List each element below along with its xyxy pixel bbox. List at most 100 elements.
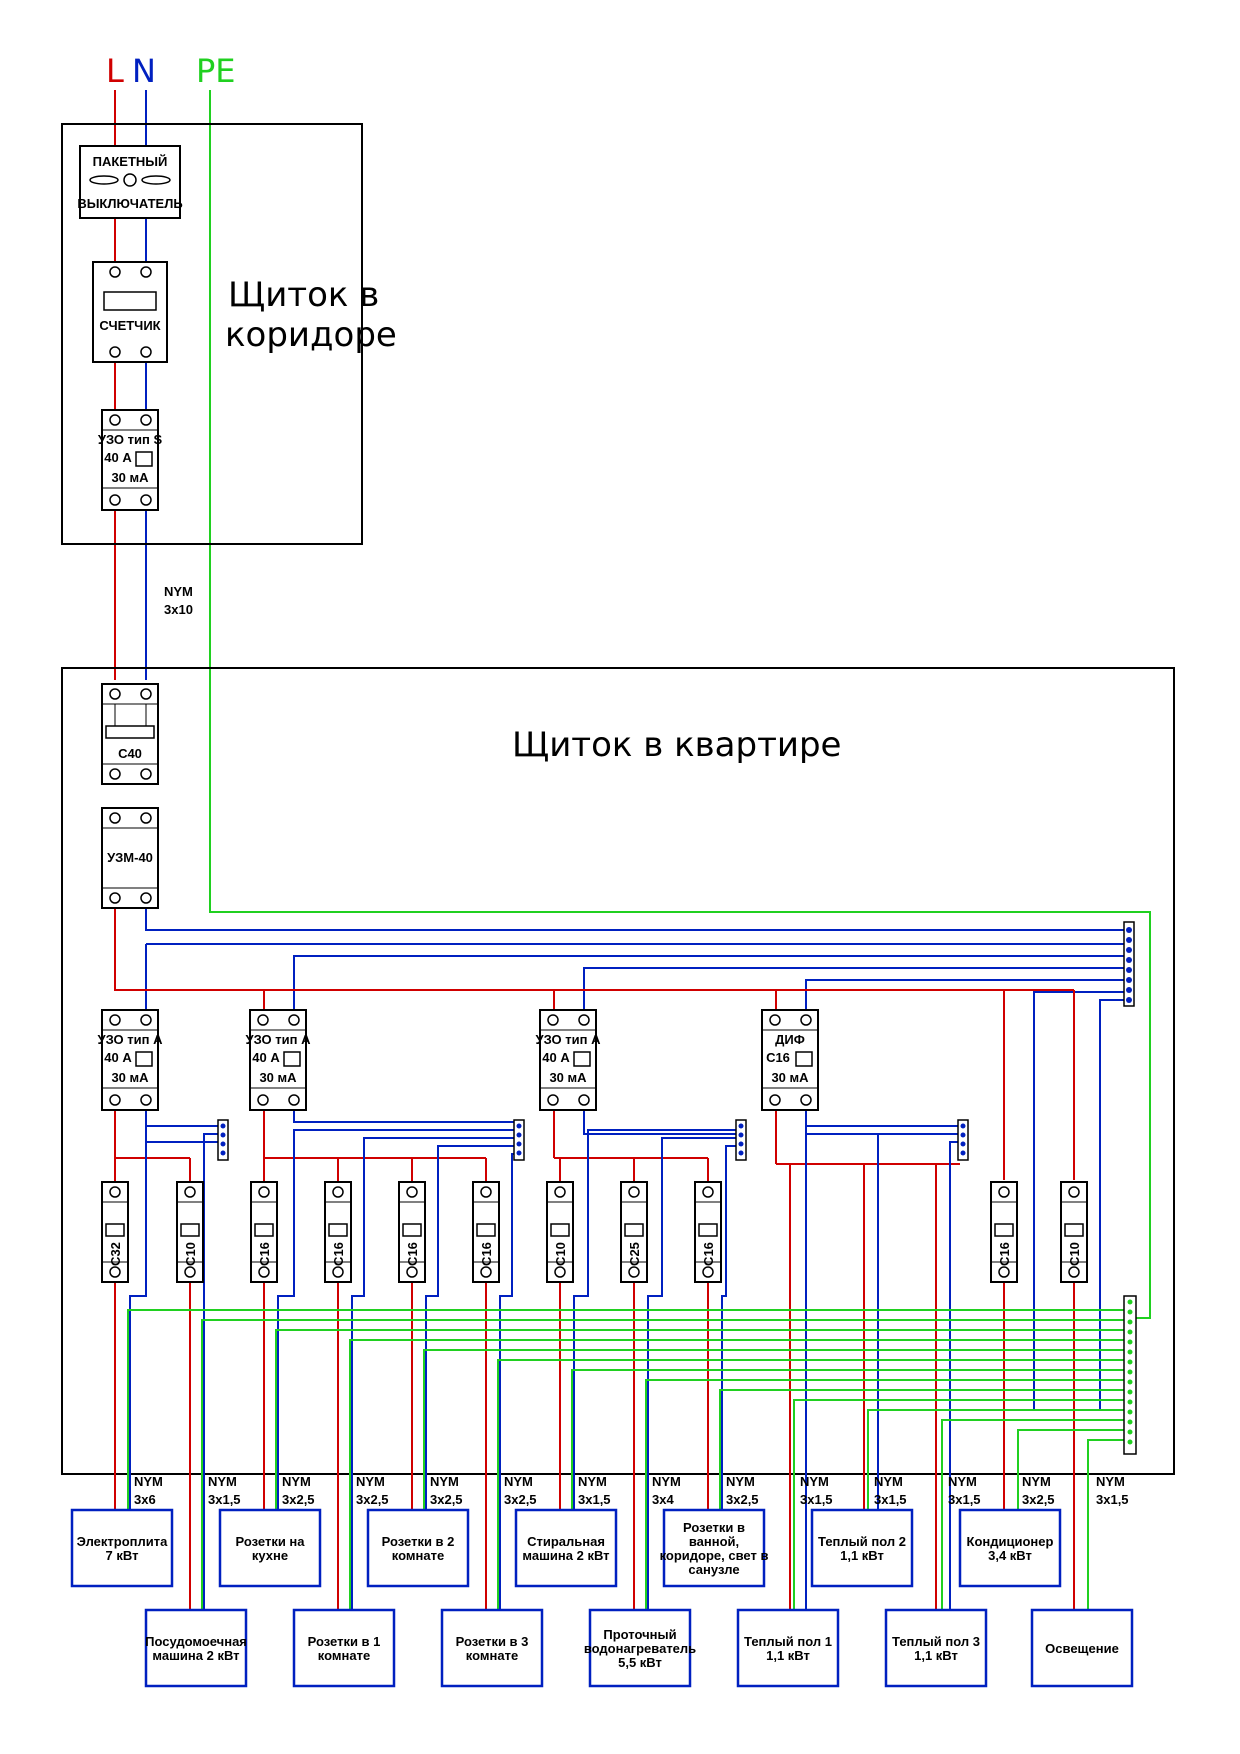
load-top-6-text-1: Теплый пол 2 <box>818 1534 906 1549</box>
load-top-4-text-1: Стиральная <box>527 1534 605 1549</box>
rcd-4-label-1: ДИФ <box>775 1032 805 1047</box>
cable-label-7-1: NYM <box>578 1474 607 1489</box>
load-bottom-1-text-1: Посудомоечная <box>145 1634 247 1649</box>
terminal-screw <box>516 1150 522 1156</box>
load-top-4-text-2: машина 2 кВт <box>522 1548 609 1563</box>
terminal-screw <box>960 1150 966 1156</box>
load-bottom-4-text-1: Проточный <box>603 1627 676 1642</box>
terminal-screw <box>738 1123 744 1129</box>
load-top-7-text-2: 3,4 кВт <box>988 1548 1032 1563</box>
load-bottom-7-text-1: Освещение <box>1045 1641 1119 1656</box>
terminal-screw <box>738 1141 744 1147</box>
load-bottom-6: Теплый пол 31,1 кВт <box>884 1608 988 1688</box>
n-light <box>1099 999 1130 1410</box>
cable-label-5-1: NYM <box>430 1474 459 1489</box>
breaker-1: С32 <box>101 1181 129 1283</box>
breaker-1-label: С32 <box>108 1242 123 1266</box>
cable-label-12-2: 3х1,5 <box>948 1492 981 1507</box>
n-circuit-9 <box>721 1145 740 1510</box>
breaker-9: С16 <box>694 1181 722 1283</box>
main-breaker: С40 <box>101 683 159 785</box>
cable-label-1-1: NYM <box>134 1474 163 1489</box>
terminal-screw <box>220 1123 226 1129</box>
load-bottom-5: Теплый пол 11,1 кВт <box>736 1608 840 1688</box>
n-rcd4 <box>805 979 1130 1012</box>
load-bottom-6-text-2: 1,1 кВт <box>914 1648 958 1663</box>
n-circuit-5 <box>425 1145 518 1510</box>
rcd-3-label-2: 40 А <box>542 1050 570 1065</box>
pe-circuit-13 <box>1017 1429 1124 1510</box>
pe-circuit-12 <box>941 1419 1124 1610</box>
pe-circuit-7 <box>571 1369 1124 1510</box>
apartment-panel-title: Щиток в квартире <box>512 725 841 765</box>
n-floor2 <box>877 1133 962 1510</box>
n-circuit-4 <box>351 1137 518 1610</box>
packet-switch-label-2: ВЫКЛЮЧАТЕЛЬ <box>77 196 182 211</box>
terminal-screw <box>1127 1389 1133 1395</box>
corridor-rcd: УЗО тип S 40 А 30 мА <box>98 409 163 511</box>
pe-circuit-5 <box>423 1349 1124 1510</box>
load-bottom-3-text-1: Розетки в 3 <box>456 1634 529 1649</box>
breaker-10-label: С16 <box>997 1242 1012 1266</box>
electric-meter: СЧЕТЧИК <box>92 261 168 363</box>
corridor-rcd-label-1: УЗО тип S <box>98 432 163 447</box>
terminal-screw <box>1127 1369 1133 1375</box>
n-circuit-1 <box>129 1125 222 1510</box>
terminal-screw <box>1126 947 1132 953</box>
rcd-3-label-3: 30 мА <box>549 1070 587 1085</box>
cable-label-10-1: NYM <box>800 1474 829 1489</box>
terminal-screw <box>1126 967 1132 973</box>
cable-label-9-1: NYM <box>726 1474 755 1489</box>
cable-label-3-1: NYM <box>282 1474 311 1489</box>
terminal-screw <box>738 1150 744 1156</box>
pe-circuit-1 <box>127 1309 1124 1510</box>
terminal-screw <box>1126 987 1132 993</box>
breaker-3-label: С16 <box>257 1242 272 1266</box>
terminal-screw <box>738 1132 744 1138</box>
cable-label-10-2: 3х1,5 <box>800 1492 833 1507</box>
load-top-3-text-2: комнате <box>392 1548 444 1563</box>
corridor-rcd-label-2: 40 А <box>104 450 132 465</box>
main-breaker-label: С40 <box>118 746 142 761</box>
cable-label-4-1: NYM <box>356 1474 385 1489</box>
load-top-1-text-1: Электроплита <box>77 1534 168 1549</box>
n-circuit-8 <box>647 1137 740 1610</box>
pe-circuit-11 <box>867 1409 1124 1510</box>
breaker-9-label: С16 <box>701 1242 716 1266</box>
terminal-screw <box>960 1141 966 1147</box>
breaker-2-label: С10 <box>183 1242 198 1266</box>
terminal-screw <box>1126 977 1132 983</box>
pe-circuit-9 <box>719 1389 1124 1510</box>
rcd-2-label-2: 40 А <box>252 1050 280 1065</box>
pe-circuit-3 <box>275 1329 1124 1510</box>
l-bus <box>114 908 1074 991</box>
load-top-3-text-1: Розетки в 2 <box>382 1534 455 1549</box>
cable-label-12-1: NYM <box>948 1474 977 1489</box>
load-bottom-3-text-2: комнате <box>466 1648 518 1663</box>
pe-circuit-8 <box>645 1379 1124 1610</box>
pe-circuit-14 <box>1087 1439 1124 1610</box>
terminal-screw <box>960 1123 966 1129</box>
n-rcd-out-2 <box>293 1110 518 1123</box>
breaker-4-label: С16 <box>331 1242 346 1266</box>
terminal-screw <box>1127 1439 1133 1445</box>
load-bottom-4-text-3: 5,5 кВт <box>618 1655 662 1670</box>
breaker-2: С10 <box>176 1181 204 1283</box>
load-bottom-2-text-1: Розетки в 1 <box>308 1634 381 1649</box>
breaker-11-label: С10 <box>1067 1242 1082 1266</box>
n-rcd3 <box>583 967 1130 1012</box>
n-sub-terminal-2 <box>513 1119 525 1161</box>
breaker-8-label: С25 <box>627 1242 642 1266</box>
load-top-2-text-1: Розетки на <box>235 1534 305 1549</box>
terminal-screw <box>516 1132 522 1138</box>
phase-label-PE: PE <box>196 52 236 90</box>
terminal-screw <box>220 1141 226 1147</box>
corridor-panel-frame <box>61 123 363 545</box>
n-circuit-3 <box>277 1129 518 1510</box>
load-top-6-text-2: 1,1 кВт <box>840 1548 884 1563</box>
